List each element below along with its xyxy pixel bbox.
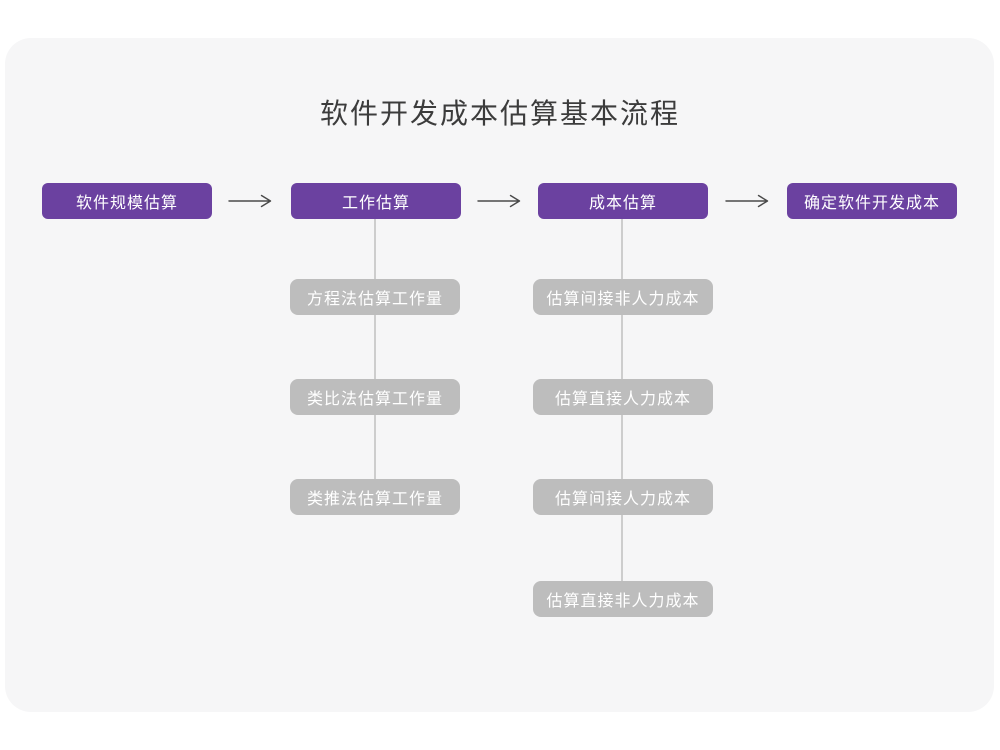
substep-node-indirect-labor-cost: 估算间接人力成本 xyxy=(533,479,713,515)
stage-node-cost-estimation: 成本估算 xyxy=(538,183,708,219)
substep-node-deduction-method-workload: 类推法估算工作量 xyxy=(290,479,460,515)
arrow-right-icon xyxy=(725,194,769,208)
stage-node-work-estimation: 工作估算 xyxy=(291,183,461,219)
substep-node-indirect-nonlabor-cost: 估算间接非人力成本 xyxy=(533,279,713,315)
substep-node-analogy-method-workload: 类比法估算工作量 xyxy=(290,379,460,415)
substep-node-direct-labor-cost: 估算直接人力成本 xyxy=(533,379,713,415)
arrow-right-icon xyxy=(228,194,272,208)
stage-node-software-size-estimation: 软件规模估算 xyxy=(42,183,212,219)
stage-node-determine-development-cost: 确定软件开发成本 xyxy=(787,183,957,219)
substep-node-direct-nonlabor-cost: 估算直接非人力成本 xyxy=(533,581,713,617)
diagram-title: 软件开发成本估算基本流程 xyxy=(319,98,680,129)
connector-work-estimation-chain xyxy=(374,219,376,497)
canvas-panel xyxy=(5,38,994,712)
substep-node-equation-method-workload: 方程法估算工作量 xyxy=(290,279,460,315)
arrow-right-icon xyxy=(477,194,521,208)
